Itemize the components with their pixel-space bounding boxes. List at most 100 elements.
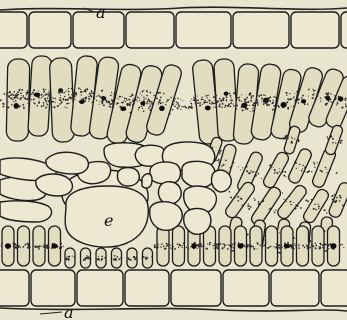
epidermis-cell [77, 270, 123, 306]
chloroplast-dot [70, 96, 72, 98]
chloroplast-dot [143, 256, 145, 258]
chloroplast-dot [215, 102, 216, 103]
chloroplast-dot [13, 101, 14, 102]
chloroplast-dot [241, 100, 242, 101]
chloroplast-dot [318, 206, 320, 208]
chloroplast-dot [215, 106, 217, 108]
chloroplast-dot [289, 195, 290, 196]
chloroplast-dot [97, 259, 99, 261]
chloroplast-dot [182, 245, 183, 246]
chloroplast-dot [314, 204, 315, 205]
chloroplast-dot [244, 204, 245, 205]
chloroplast-dot [216, 243, 218, 245]
chloroplast-dot [298, 247, 300, 249]
chloroplast-dot [128, 99, 130, 101]
chloroplast-dot [289, 201, 291, 203]
chloroplast-dot [190, 103, 192, 105]
chloroplast-dot [22, 104, 23, 105]
chloroplast-dot [286, 101, 288, 103]
chloroplast-dot [8, 96, 10, 98]
chloroplast-dot [91, 102, 92, 103]
chloroplast-dot [336, 197, 338, 199]
chloroplast-dot [118, 99, 119, 100]
chloroplast-dot [170, 245, 171, 246]
chloroplast-dot [110, 95, 112, 97]
chloroplast-dot [326, 169, 327, 170]
chloroplast-dot [138, 107, 140, 109]
epidermis-cell [31, 270, 75, 306]
chloroplast-dot [209, 102, 211, 104]
chloroplast-dot [129, 96, 130, 97]
chloroplast-dot [218, 159, 220, 161]
chloroplast-dot [264, 103, 265, 104]
chloroplast-dot [74, 95, 76, 97]
chloroplast-dot [274, 212, 275, 213]
chloroplast-dot [191, 105, 192, 106]
chloroplast-dot [23, 107, 25, 109]
chloroplast-dot [243, 244, 245, 246]
chloroplast-dot [177, 108, 179, 110]
nucleus [159, 106, 165, 111]
chloroplast-dot [167, 244, 168, 245]
chloroplast-dot [160, 97, 162, 99]
chloroplast-dot [224, 244, 226, 246]
chloroplast-dot [315, 247, 317, 249]
chloroplast-dot [45, 107, 47, 109]
chloroplast-dot [85, 259, 87, 261]
epidermis-cell [233, 12, 289, 48]
chloroplast-dot [35, 247, 36, 248]
chloroplast-dot [239, 96, 241, 98]
nucleus [5, 243, 11, 249]
chloroplast-dot [339, 200, 341, 202]
epidermis-cell [321, 270, 347, 306]
chloroplast-dot [231, 243, 232, 244]
nucleus [191, 243, 196, 249]
chloroplast-dot [330, 243, 331, 244]
chloroplast-dot [59, 103, 61, 105]
chloroplast-dot [60, 91, 62, 93]
chloroplast-dot [340, 197, 342, 199]
chloroplast-dot [214, 244, 216, 246]
chloroplast-dot [14, 97, 16, 99]
chloroplast-dot [306, 244, 307, 245]
chloroplast-dot [341, 107, 342, 108]
epidermis-cell [125, 270, 169, 306]
chloroplast-dot [180, 109, 181, 110]
chloroplast-dot [151, 104, 152, 105]
chloroplast-dot [10, 94, 12, 96]
chloroplast-dot [117, 98, 118, 99]
chloroplast-dot [64, 106, 65, 107]
chloroplast-dot [253, 171, 254, 172]
chloroplast-dot [206, 101, 208, 103]
chloroplast-dot [224, 105, 226, 107]
chloroplast-dot [8, 102, 9, 103]
chloroplast-dot [184, 105, 185, 106]
chloroplast-dot [53, 106, 55, 108]
chloroplast-dot [219, 243, 221, 245]
chloroplast-dot [114, 93, 116, 95]
chloroplast-dot [15, 100, 17, 102]
chloroplast-dot [17, 97, 18, 98]
chloroplast-dot [242, 109, 244, 111]
chloroplast-dot [188, 107, 190, 109]
bundle-cell [182, 161, 215, 187]
bundle-cell [184, 209, 211, 235]
chloroplast-dot [345, 103, 346, 104]
chloroplast-dot [181, 106, 182, 107]
chloroplast-dot [315, 243, 317, 245]
chloroplast-dot [253, 197, 254, 198]
chloroplast-dot [319, 163, 320, 164]
chloroplast-dot [269, 164, 271, 166]
chloroplast-dot [135, 99, 137, 101]
chloroplast-dot [44, 98, 46, 100]
chloroplast-dot [319, 243, 320, 244]
chloroplast-dot [61, 102, 63, 104]
chloroplast-dot [208, 100, 210, 102]
chloroplast-dot [213, 107, 214, 108]
chloroplast-dot [34, 103, 36, 105]
chloroplast-dot [257, 248, 258, 249]
chloroplast-dot [179, 245, 181, 247]
chloroplast-dot [247, 101, 249, 103]
chloroplast-dot [33, 102, 34, 103]
